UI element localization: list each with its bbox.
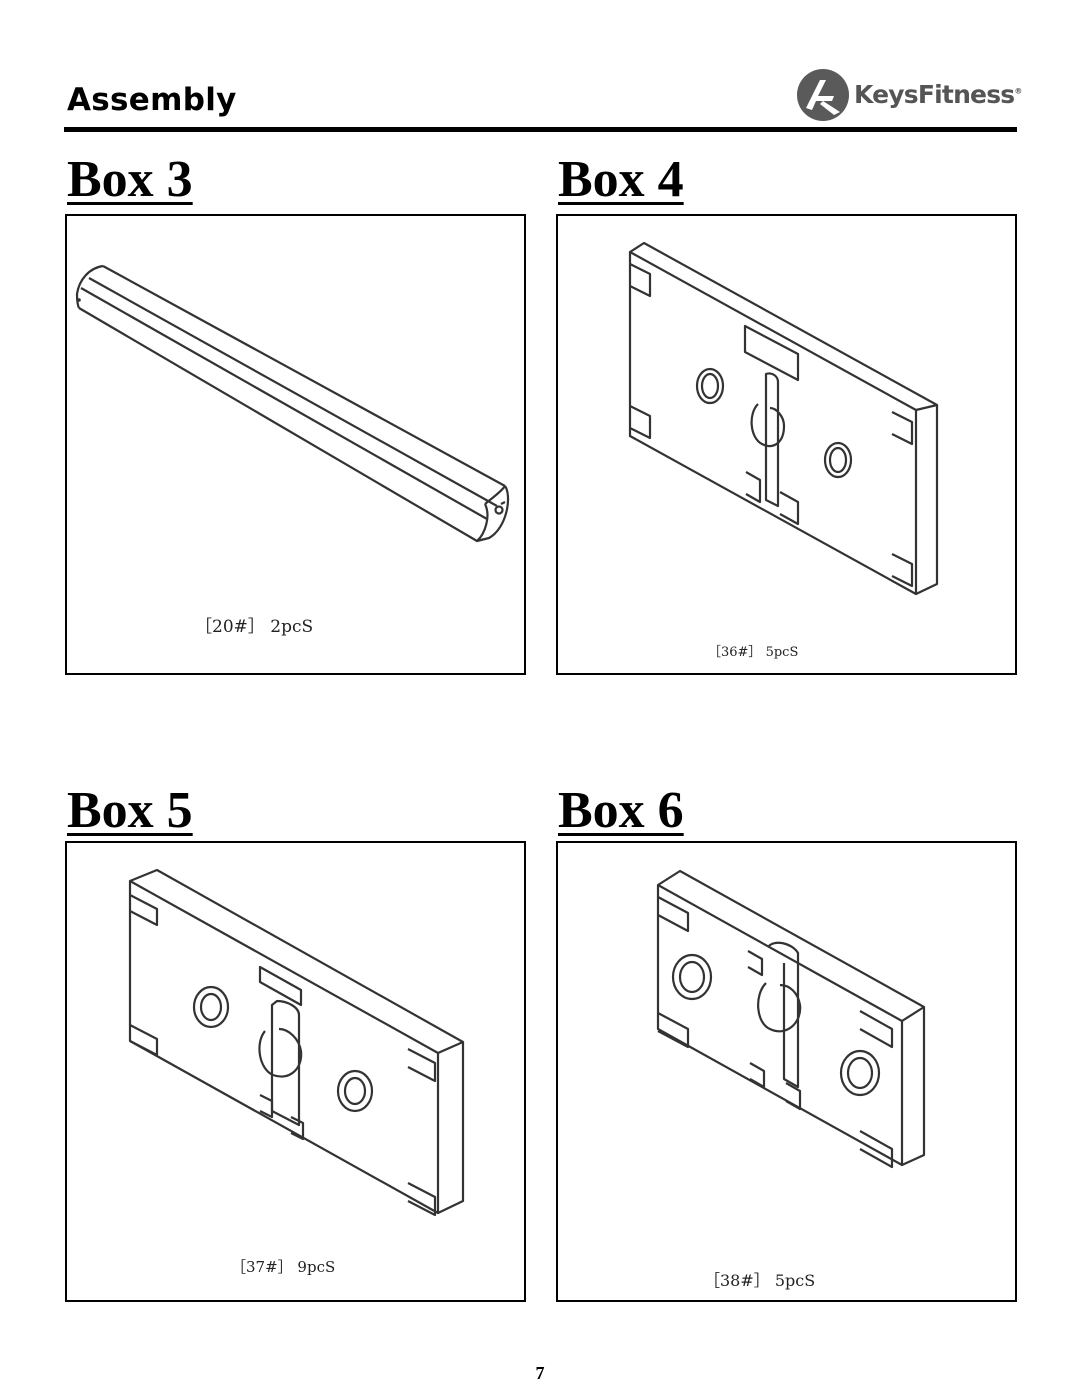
plate-icon — [628, 241, 939, 596]
box-6-caption: ［38#］ 5pcS — [704, 1271, 816, 1290]
page-number: 7 — [535, 1363, 545, 1383]
box-4-heading: Box 4 — [558, 151, 684, 208]
box-5-caption: ［37#］ 9pcS — [231, 1258, 336, 1276]
box-4-caption: ［36#］ 5pcS — [708, 645, 799, 660]
plate-icon — [656, 869, 926, 1169]
plate-icon — [128, 868, 465, 1217]
section-title: Assembly — [67, 82, 237, 118]
box-3-panel: ［20#］ 2pcS — [65, 214, 526, 675]
keysfitness-logo: KeysFitness® — [796, 68, 1022, 124]
keysfitness-logo-icon — [797, 69, 849, 121]
box-3-caption: ［20#］ 2pcS — [195, 617, 314, 637]
box-6-panel: ［38#］ 5pcS — [556, 841, 1017, 1302]
tube-icon — [75, 264, 510, 543]
box-4-panel: ［36#］ 5pcS — [556, 214, 1017, 675]
box-5-heading: Box 5 — [67, 782, 193, 839]
keysfitness-logo-text: KeysFitness® — [854, 80, 1022, 109]
box-3-heading: Box 3 — [67, 151, 193, 208]
box-5-panel: ［37#］ 9pcS — [65, 841, 526, 1302]
box-6-heading: Box 6 — [558, 782, 684, 839]
header-rule — [64, 127, 1017, 132]
